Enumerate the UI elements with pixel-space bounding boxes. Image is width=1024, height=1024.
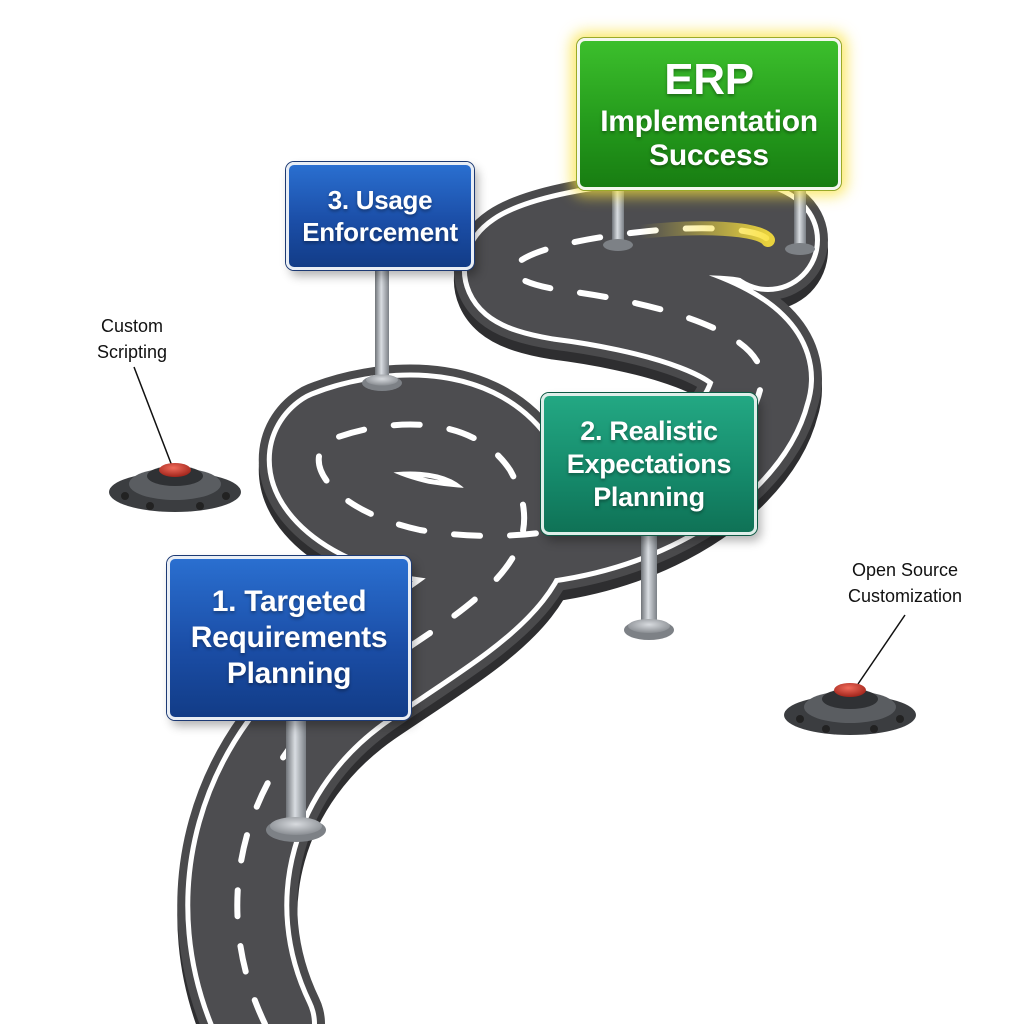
milestone-sign-3: 3. Usage Enforcement [286,162,474,270]
leader-line [857,614,906,685]
goal-sign: ERP Implementation Success [577,38,841,190]
hazard-label-line: Custom [100,316,163,336]
hazard-open-source [784,614,916,735]
red-button-icon [834,683,866,697]
hazard-custom-scripting [109,366,241,512]
sign-pole-goal-left [603,188,633,251]
milestone-sign-1: 1. Targeted Requirements Planning [167,556,411,720]
bolt-icon [121,492,129,500]
sign-text-line: Requirements [190,621,388,654]
bolt-icon [146,502,154,510]
goal-subtitle-line: Implementation [600,105,818,138]
goal-subtitle-line: Success [649,139,769,172]
hazard-label-line: Customization [847,586,963,606]
sign-text-line: 1. Targeted [211,585,367,618]
sign-text-line: Expectations [566,448,732,479]
goal-title: ERP [664,55,754,104]
sign-text-line: Planning [593,481,705,512]
sign-pole-2 [624,532,674,640]
road-end-glow [633,221,775,247]
sign-pole-3 [362,268,402,391]
hazard-label-line: Open Source [851,560,959,580]
milestone-sign-2: 2. Realistic Expectations Planning [541,393,757,535]
leader-line [133,366,173,467]
bolt-icon [896,715,904,723]
sign-text-line: 2. Realistic [580,415,718,446]
bolt-icon [196,502,204,510]
bolt-icon [822,725,830,733]
bolt-icon [222,492,230,500]
bolt-icon [796,715,804,723]
sign-text-line: Enforcement [302,217,458,247]
sign-text-line: Planning [226,657,352,690]
sign-text-line: 3. Usage [327,185,433,215]
hazard-label-custom-scripting: Custom Scripting [78,313,186,365]
red-button-icon [159,463,191,477]
hazard-label-open-source: Open Source Customization [830,557,980,609]
hazard-label-line: Scripting [96,342,168,362]
sign-pole-1 [266,716,326,842]
hazard-ring-inner [822,689,878,709]
sign-pole-goal-right [785,188,815,255]
bolt-icon [870,725,878,733]
